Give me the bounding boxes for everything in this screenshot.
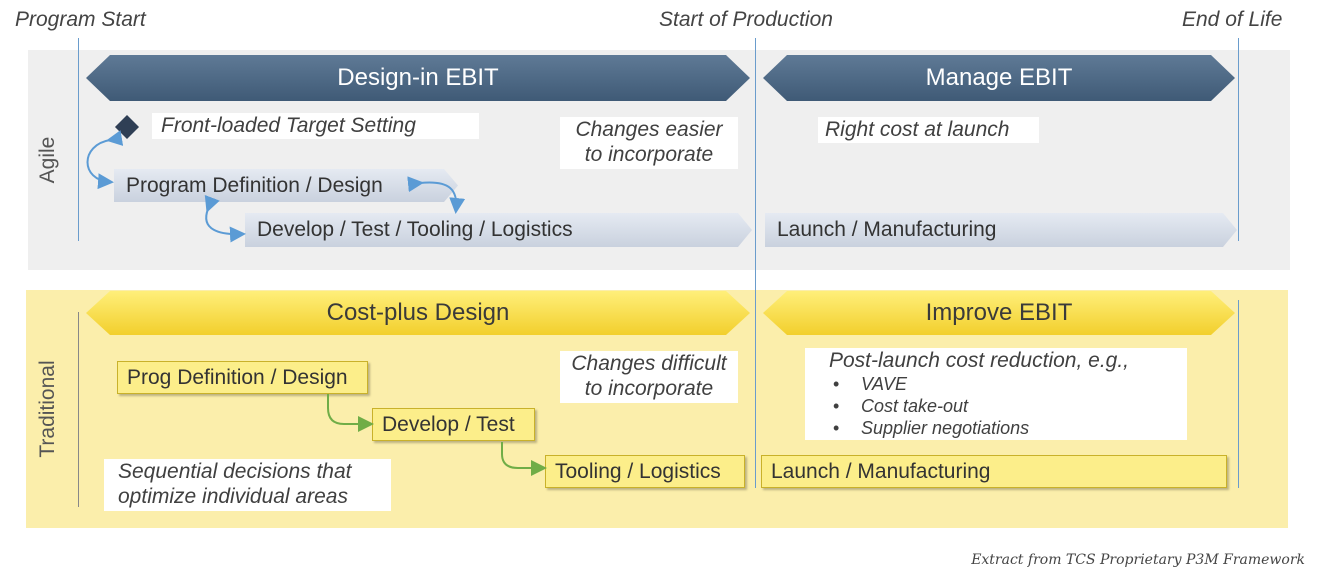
phase-manage-ebit: Manage EBIT [763, 55, 1235, 101]
end-of-life-line-agile [1238, 38, 1239, 241]
post-launch-list: VAVE Cost take-out Supplier negotiations [829, 373, 1187, 439]
traditional-label: Traditional [36, 360, 59, 458]
end-of-life-line-traditional [1238, 300, 1239, 488]
note-sequential-line-2: optimize individual areas [118, 485, 348, 508]
note-changes-easier-line-2: to incorporate [584, 143, 714, 166]
post-launch-item: Cost take-out [829, 395, 1187, 417]
phase-cost-plus-design-label: Cost-plus Design [326, 299, 510, 326]
phase-improve-ebit: Improve EBIT [763, 291, 1235, 335]
post-launch-item: Supplier negotiations [829, 417, 1187, 439]
phase-design-in-ebit: Design-in EBIT [86, 55, 750, 101]
note-changes-easier-line-1: Changes easier [575, 118, 723, 141]
traditional-side-line [78, 312, 79, 507]
note-front-loaded-target: Front-loaded Target Setting [152, 113, 479, 139]
note-post-launch-title: Post-launch cost reduction, e.g., [829, 349, 1129, 372]
traditional-step-tooling-logistics: Tooling / Logistics [545, 455, 745, 488]
milestone-start-of-production: Start of Production [659, 8, 833, 31]
milestone-end-of-life: End of Life [1182, 8, 1283, 31]
program-start-line [78, 38, 79, 241]
note-post-launch: Post-launch cost reduction, e.g., VAVE C… [805, 348, 1187, 440]
note-changes-difficult-line-1: Changes difficult [571, 352, 727, 375]
note-right-cost-at-launch: Right cost at launch [818, 117, 1039, 143]
phase-cost-plus-design: Cost-plus Design [86, 291, 750, 335]
traditional-step-prog-definition: Prog Definition / Design [117, 361, 368, 394]
note-changes-difficult-line-2: to incorporate [584, 377, 714, 400]
agile-label: Agile [36, 136, 59, 184]
traditional-step-develop-test: Develop / Test [372, 408, 535, 441]
agile-iteration-arrows [86, 130, 466, 243]
agile-step-launch-manufacturing: Launch / Manufacturing [765, 213, 1237, 247]
note-changes-easier: Changes easier to incorporate [560, 117, 738, 169]
milestone-program-start: Program Start [15, 8, 146, 31]
note-changes-difficult: Changes difficult to incorporate [560, 351, 738, 403]
agile-step-develop-test-tooling: Develop / Test / Tooling / Logistics [245, 213, 752, 247]
agile-step-program-definition: Program Definition / Design [114, 169, 458, 202]
phase-manage-ebit-label: Manage EBIT [925, 64, 1073, 91]
note-sequential-decisions: Sequential decisions that optimize indiv… [104, 459, 391, 511]
traditional-sequential-arrows [327, 394, 547, 476]
footer-source: Extract from TCS Proprietary P3M Framewo… [971, 552, 1305, 568]
start-of-production-line [755, 38, 756, 488]
phase-design-in-ebit-label: Design-in EBIT [337, 64, 499, 91]
phase-improve-ebit-label: Improve EBIT [925, 299, 1073, 326]
post-launch-item: VAVE [829, 373, 1187, 395]
note-sequential-line-1: Sequential decisions that [118, 460, 352, 483]
traditional-step-launch-manufacturing: Launch / Manufacturing [761, 455, 1227, 488]
